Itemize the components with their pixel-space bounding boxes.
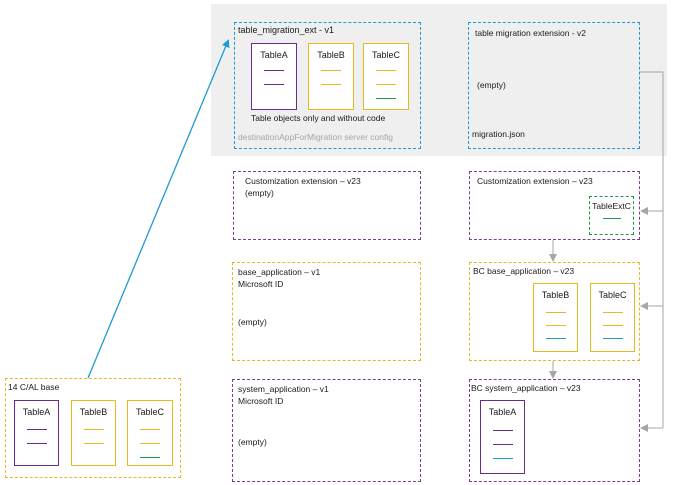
cal-table-a: TableA — [14, 400, 59, 466]
system-application-left: system_application – v1 Microsoft ID (em… — [232, 379, 421, 482]
bc-table-a: TableA — [480, 400, 525, 474]
cal-table-c: TableC — [127, 400, 173, 466]
cal-base: 14 C/AL base TableA TableB TableC — [5, 378, 181, 478]
cal-table-b: TableB — [71, 400, 116, 466]
table-migration-ext-v2: table migration extension - v2 (empty) m… — [468, 22, 640, 149]
system-application-right: BC system_application – v23 TableA — [469, 379, 640, 482]
customization-ext-left: Customization extension – v23 (empty) — [233, 171, 421, 240]
migration-table-b: TableB — [308, 43, 354, 110]
v2-bracket-line — [640, 71, 664, 428]
migration-json-file: migration.json — [472, 129, 525, 139]
migration-note: Table objects only and without code — [251, 113, 386, 123]
bc-table-b: TableB — [533, 283, 578, 352]
table-ext-c: TableExtC — [589, 196, 634, 235]
migration-v2-status: (empty) — [477, 80, 506, 90]
customization-ext-right: Customization extension – v23 TableExtC — [469, 171, 640, 240]
migration-arrow — [87, 39, 230, 379]
migration-config: destinationAppForMigration server config — [238, 132, 393, 142]
table-migration-ext-v1: table_migration_ext - v1 TableA TableB T… — [234, 22, 421, 149]
table-migration-ext-title: table_migration_ext - v1 — [238, 25, 335, 35]
base-application-right: BC base_application – v23 TableB TableC — [469, 262, 640, 361]
base-application-left: base_application – v1 Microsoft ID (empt… — [232, 262, 421, 361]
migration-v2-title: table migration extension - v2 — [475, 28, 587, 38]
migration-table-a: TableA — [251, 43, 297, 110]
migration-table-c: TableC — [363, 43, 409, 110]
bc-table-c: TableC — [590, 283, 635, 352]
